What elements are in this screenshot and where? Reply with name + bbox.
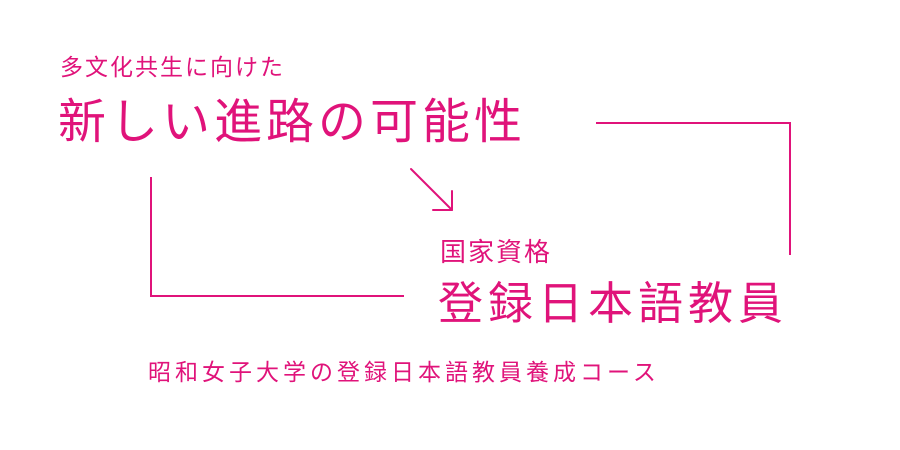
qualification-title: 登録日本語教員 [438, 277, 789, 330]
diagonal-arrow-icon [410, 168, 453, 211]
qualification-subtitle: 国家資格 [440, 238, 553, 268]
left-bracket-line [150, 177, 404, 297]
footer-course-text: 昭和女子大学の登録日本語教員養成コース [148, 360, 660, 386]
right-bracket-line [596, 122, 791, 255]
heading-title: 新しい進路の可能性 [58, 94, 527, 150]
heading-subtitle: 多文化共生に向けた [60, 55, 285, 81]
